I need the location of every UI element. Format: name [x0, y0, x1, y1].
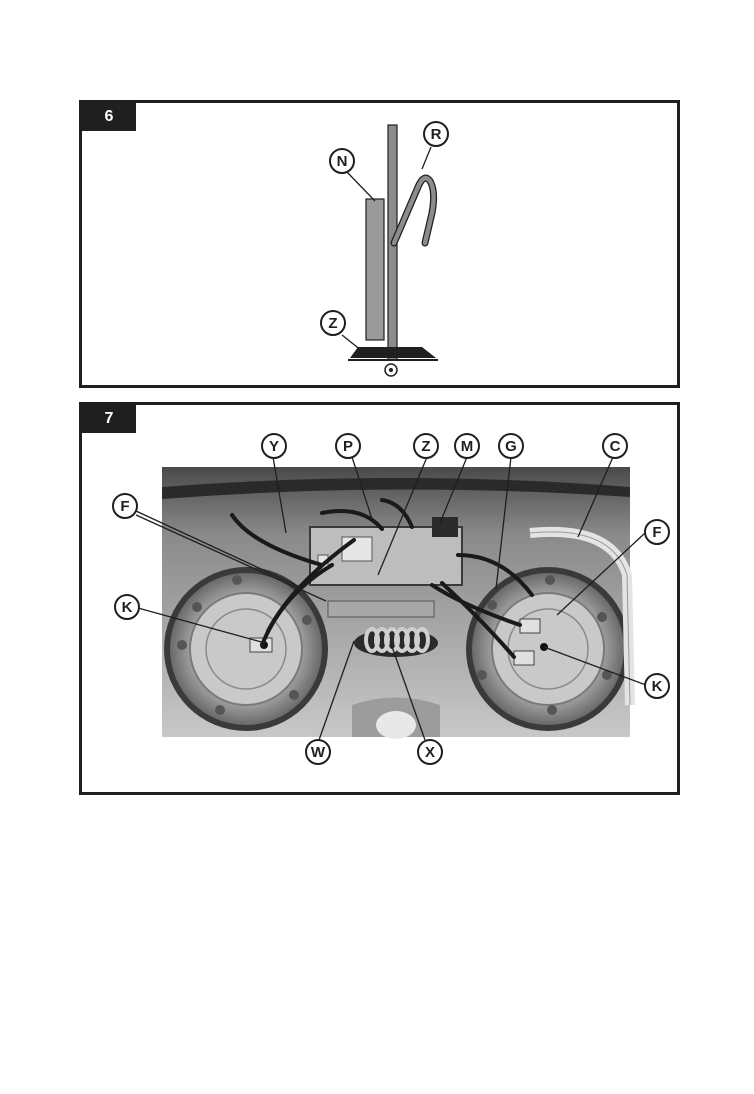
callout-k-right: K	[644, 673, 670, 699]
callout-z: Z	[320, 310, 346, 336]
callout-y: Y	[261, 433, 287, 459]
callout-f-right: F	[644, 519, 670, 545]
anode-sheath-n	[366, 199, 384, 340]
figure-7-photo	[82, 405, 677, 792]
coil-x	[366, 629, 428, 651]
callout-n: N	[329, 148, 355, 174]
callout-x: X	[417, 739, 443, 765]
callout-f-left: F	[112, 493, 138, 519]
callout-c: C	[602, 433, 628, 459]
callout-w: W	[305, 739, 331, 765]
callout-m: M	[454, 433, 480, 459]
callout-z-fig7: Z	[413, 433, 439, 459]
callout-r: R	[423, 121, 449, 147]
figure-6-illustration	[82, 103, 677, 385]
callout-g: G	[498, 433, 524, 459]
flange-z	[350, 347, 436, 358]
figure-6-panel: 6 N R Z	[79, 100, 680, 388]
figure-7-panel: 7	[79, 402, 680, 795]
callout-k-left: K	[114, 594, 140, 620]
callout-p: P	[335, 433, 361, 459]
